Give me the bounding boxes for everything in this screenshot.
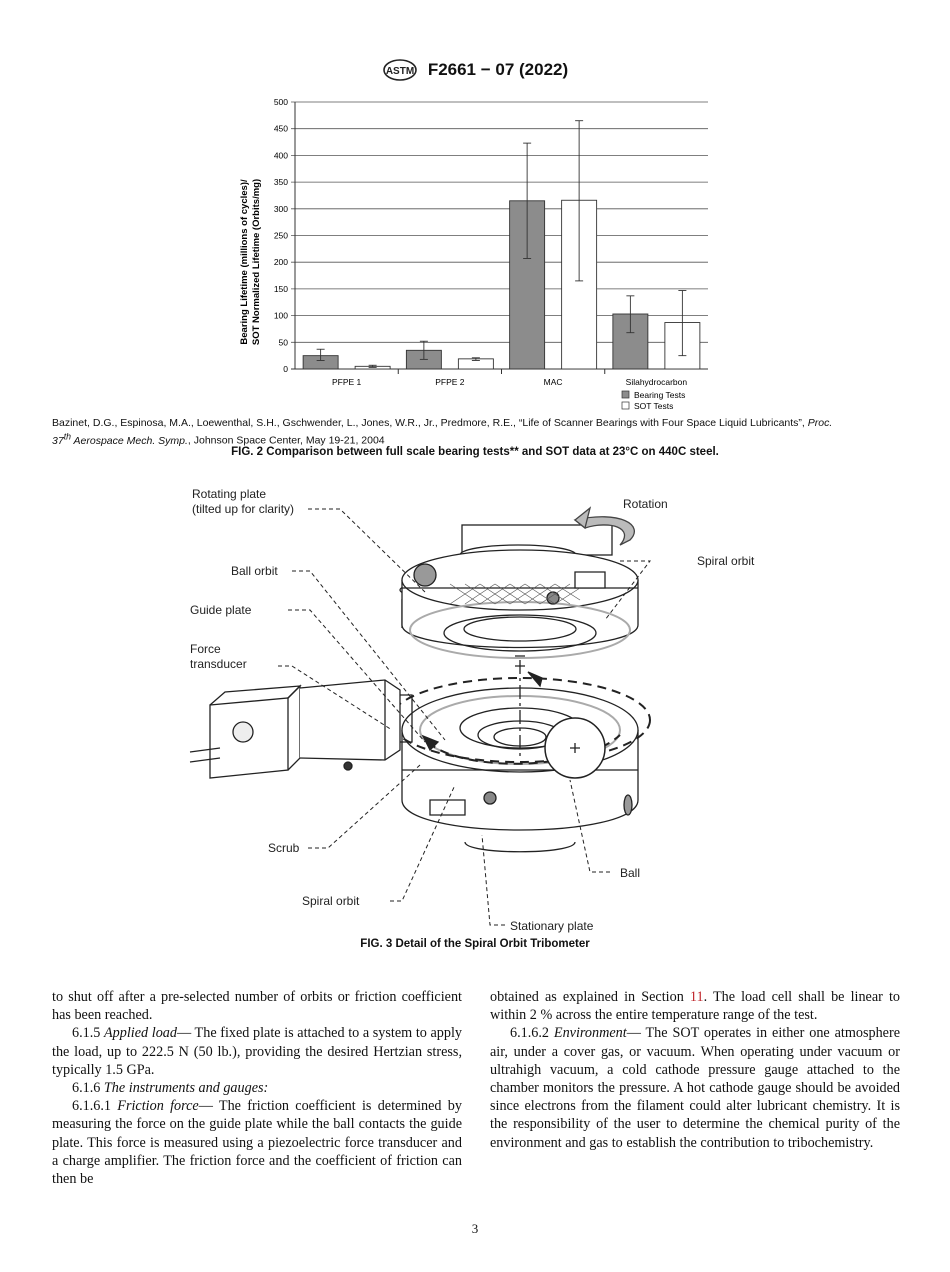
section-number: 6.1.5 (72, 1025, 105, 1042)
legend-label-bearing: Bearing Tests (634, 390, 685, 400)
chart-bars (302, 199, 701, 370)
y-tick-label: 450 (274, 124, 288, 134)
label-guide-plate: Guide plate (190, 603, 252, 617)
y-axis-label-line1: Bearing Lifetime (millions of cycles)/ (239, 179, 250, 345)
y-tick-label: 350 (274, 177, 288, 187)
rotation-arrow-icon (573, 516, 635, 546)
error-bars (316, 120, 687, 368)
x-category-labels: PFPE 1 PFPE 2 MAC Silahydrocarbon (332, 377, 687, 387)
x-category-label: Silahydrocarbon (626, 377, 688, 387)
section-text: — The friction coefficient is determined… (52, 1098, 462, 1188)
legend-swatch-sot (621, 401, 630, 410)
paragraph-text: . The load cell shall be linear to withi… (490, 989, 900, 1024)
label-spiral-orbit-bottom: Spiral orbit (302, 894, 360, 908)
label-rotating-plate-2: (tilted up for clarity) (192, 502, 294, 516)
citation-rest: , Johnson Space Center, May 19-21, 2004 (187, 434, 385, 447)
paragraph: 6.1.6 The instruments and gauges: (52, 1079, 462, 1097)
y-axis-label-line2: SOT Normalized Lifetime (Orbits/mg) (251, 179, 262, 345)
section-link[interactable]: 11 (689, 989, 704, 1005)
section-text: — The fixed plate is attached to a syste… (52, 1025, 463, 1078)
section-title: Environment (553, 1025, 627, 1042)
y-tick-label: 50 (279, 337, 289, 347)
fig3-caption: FIG. 3 Detail of the Spiral Orbit Tribom… (360, 938, 590, 950)
page-number: 3 (471, 1221, 479, 1236)
label-ball-orbit: Ball orbit (231, 564, 278, 578)
paragraph-text: obtained as explained in Section (490, 989, 690, 1005)
standard-designation: F2661 − 07 (2022) (427, 60, 569, 79)
section-title: The instruments and gauges: (103, 1080, 269, 1097)
y-tick-labels: 0 50 100 150 200 250 300 350 400 450 500 (274, 97, 288, 374)
legend-swatch-bearing (621, 390, 630, 399)
y-tick-label: 100 (274, 311, 288, 321)
legend-label-sot: SOT Tests (634, 401, 673, 411)
spiral-orbit-tribometer-diagram: Rotating plate (tilted up for clarity) R… (189, 487, 755, 933)
citation-proc: Proc. (807, 417, 833, 429)
y-tick-label: 500 (274, 97, 288, 107)
fig2-citation: Bazinet, D.G., Espinosa, M.A., Loewentha… (52, 417, 912, 448)
astm-logo-icon: ASTM (383, 59, 417, 81)
citation-sup: th (63, 431, 71, 441)
label-spiral-orbit-top: Spiral orbit (697, 554, 755, 568)
orbit-arrow-icon (527, 671, 543, 688)
label-rotation: Rotation (623, 497, 668, 511)
section-number: 6.1.6.1 (72, 1098, 118, 1115)
y-tick-label: 150 (274, 284, 288, 294)
y-tick-label: 300 (274, 204, 288, 214)
rotating-plate-drawing (399, 524, 639, 659)
y-tick-label: 0 (283, 364, 288, 374)
x-category-label: PFPE 2 (435, 377, 465, 387)
label-scrub: Scrub (268, 841, 300, 855)
body-right-column: obtained as explained in Section 11. The… (490, 988, 900, 1152)
section-number: 6.1.6 (72, 1080, 104, 1097)
label-rotating-plate-1: Rotating plate (192, 487, 266, 501)
x-category-label: PFPE 1 (332, 377, 362, 387)
paragraph: 6.1.6.1 Friction force— The friction coe… (52, 1097, 462, 1188)
paragraph: 6.1.6.2 Environment— The SOT operates in… (490, 1024, 900, 1151)
page-header: ASTM F2661 − 07 (2022) (0, 58, 950, 82)
paragraph: obtained as explained in Section 11. The… (490, 988, 900, 1024)
fig2-caption: FIG. 2 Comparison between full scale bea… (231, 446, 719, 458)
diagram-labels: Rotating plate (tilted up for clarity) R… (190, 487, 755, 933)
force-transducer-drawing (189, 679, 413, 779)
section-text: — The SOT operates in either one atmosph… (490, 1025, 901, 1151)
label-stationary-plate: Stationary plate (510, 919, 594, 933)
x-category-label: MAC (544, 377, 563, 387)
y-tick-label: 250 (274, 231, 288, 241)
section-title: Friction force (117, 1098, 199, 1115)
chart-legend: Bearing Tests SOT Tests (621, 390, 685, 411)
label-force-2: transducer (190, 657, 247, 671)
paragraph: to shut off after a pre-selected number … (52, 989, 462, 1024)
label-force-1: Force (190, 642, 221, 656)
paragraph: 6.1.5 Applied load— The fixed plate is a… (52, 1024, 462, 1079)
body-left-column: to shut off after a pre-selected number … (52, 988, 462, 1188)
citation-num: 37 (52, 434, 64, 447)
label-leader-lines (278, 508, 652, 926)
section-number: 6.1.6.2 (510, 1025, 554, 1042)
y-tick-label: 400 (274, 150, 288, 160)
citation-authors: Bazinet, D.G., Espinosa, M.A., Loewentha… (52, 417, 808, 429)
citation-symp: Aerospace Mech. Symp. (71, 434, 188, 447)
svg-text:ASTM: ASTM (386, 66, 414, 77)
y-tick-label: 200 (274, 257, 288, 267)
section-title: Applied load (104, 1025, 177, 1042)
label-ball: Ball (620, 866, 640, 880)
